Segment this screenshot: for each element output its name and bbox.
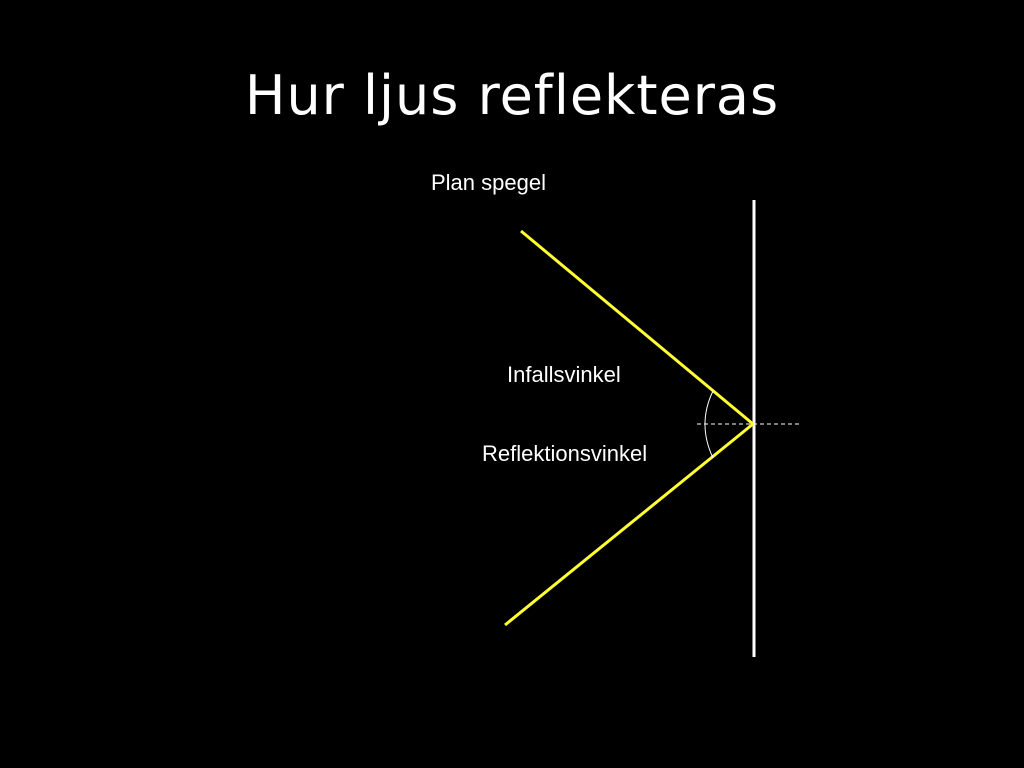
reflection-angle-label: Reflektionsvinkel bbox=[482, 441, 648, 466]
mirror-label: Plan spegel bbox=[431, 170, 546, 195]
slide-title: Hur ljus reflekteras bbox=[244, 64, 780, 127]
angle-arc bbox=[704, 390, 714, 459]
incidence-angle-label: Infallsvinkel bbox=[507, 362, 621, 387]
incident-ray bbox=[520, 229, 754, 426]
reflected-ray bbox=[504, 422, 754, 627]
